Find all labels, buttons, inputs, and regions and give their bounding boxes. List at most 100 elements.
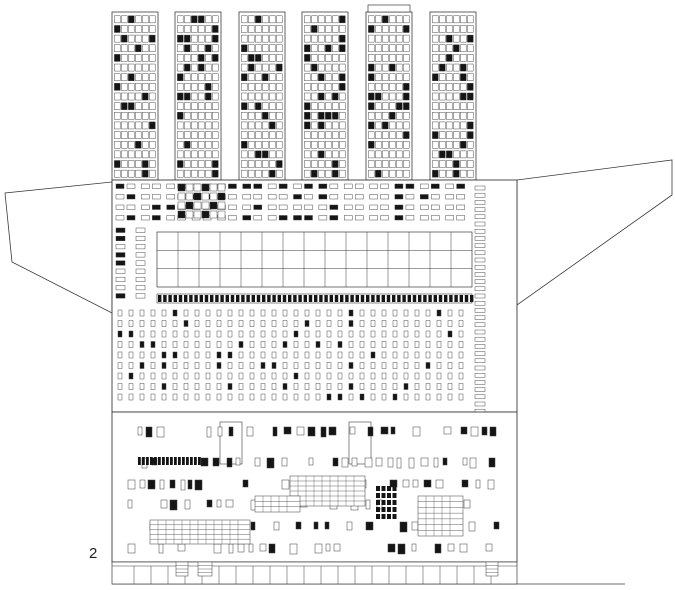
tower-window	[114, 102, 121, 110]
podium-lower-window	[282, 320, 288, 327]
podium-lower-window	[227, 341, 233, 348]
tower-window	[332, 92, 339, 101]
tower-window	[135, 140, 142, 149]
tower-2	[174, 11, 222, 181]
tower-window	[135, 160, 142, 168]
podium-window	[420, 215, 429, 221]
podium-window	[242, 215, 252, 221]
podium-lower-window	[172, 383, 178, 390]
podium-lower-window	[128, 341, 134, 348]
tower-window	[460, 112, 467, 120]
podium-window	[380, 204, 389, 210]
base-opening-small	[489, 426, 497, 437]
podium-lower-window	[282, 393, 288, 401]
tower-window	[212, 160, 219, 168]
podium-lower-window	[227, 351, 233, 359]
tower-window	[446, 34, 453, 43]
base-opening-small	[314, 543, 323, 554]
tower-window	[128, 34, 135, 43]
podium-window	[166, 215, 175, 221]
tower-window	[389, 121, 396, 130]
tower-window	[262, 92, 269, 101]
tower-window	[198, 150, 205, 159]
podium-window	[267, 215, 277, 221]
podium-lower-window	[304, 320, 310, 327]
podium-lower-window	[271, 383, 277, 390]
podium-lower-window	[348, 372, 354, 380]
podium-lower-window	[150, 309, 156, 317]
podium-side-window	[135, 285, 146, 291]
dark-band-segment	[267, 295, 271, 302]
tower-window	[432, 140, 439, 149]
podium-lower-window	[293, 341, 299, 348]
tower-window	[177, 102, 184, 110]
podium-lower-window	[381, 351, 387, 359]
tower-window	[135, 92, 142, 101]
podium-lower-window	[326, 362, 332, 369]
base-opening-small	[396, 457, 402, 469]
podium-lower-window	[436, 362, 442, 369]
podium-edge-balcony	[474, 250, 486, 256]
podium-lower-window	[150, 330, 156, 338]
tower-window	[241, 83, 248, 91]
tower-window	[439, 92, 446, 101]
tower-window	[453, 112, 460, 120]
dark-band-segment	[418, 295, 422, 302]
dark-band-segment	[324, 295, 328, 302]
tower-window	[389, 34, 396, 43]
podium-lower-window	[183, 362, 189, 369]
tower-window	[212, 102, 219, 110]
podium-lower-window	[216, 341, 222, 348]
tower-window	[304, 54, 311, 62]
tower-window	[114, 160, 121, 168]
podium-window	[329, 215, 339, 221]
dark-band-segment	[459, 295, 463, 302]
podium-edge-balcony	[474, 221, 486, 227]
tower-window	[325, 63, 332, 72]
tower-window	[396, 83, 403, 91]
podium-lower-window	[436, 351, 442, 359]
podium-lower-window	[315, 320, 321, 327]
tower-window	[184, 15, 191, 24]
base-opening-small	[447, 543, 455, 552]
base-opening-small	[254, 457, 261, 467]
tower-window	[262, 63, 269, 72]
base-dark-cell	[387, 500, 391, 505]
tower-window	[212, 54, 219, 62]
base-dark-strip-segment	[198, 457, 201, 465]
tower-window	[382, 25, 389, 33]
podium-lower-window	[326, 320, 332, 327]
tower-window	[325, 15, 332, 24]
rooftop-structure	[367, 4, 411, 13]
tower-window	[339, 44, 346, 53]
tower-window	[453, 44, 460, 53]
tower-window	[262, 102, 269, 110]
tower-window	[375, 112, 382, 120]
tower-window	[396, 102, 403, 110]
podium-side-window	[135, 227, 146, 233]
tower-window	[403, 121, 410, 130]
tower-window	[368, 112, 375, 120]
tower-window	[325, 34, 332, 43]
tower-window	[339, 160, 346, 168]
podium-hatched-cell	[209, 192, 218, 201]
tower-window	[403, 25, 410, 33]
tower-window	[191, 83, 198, 91]
tower-window	[269, 150, 276, 159]
podium-lower-window	[249, 351, 255, 359]
podium-lower-window	[183, 372, 189, 380]
tower-window	[311, 34, 318, 43]
base-opening-small	[313, 521, 319, 530]
base-opening-small	[346, 521, 353, 531]
podium-lower-window	[194, 351, 200, 359]
podium-lower-window	[458, 383, 464, 390]
tower-window	[382, 15, 389, 24]
tower-window	[318, 54, 325, 62]
podium-window	[431, 204, 440, 210]
tower-window	[368, 83, 375, 91]
dark-band-segment	[355, 295, 359, 302]
podium-hatched-cell	[185, 192, 194, 201]
tower-window	[212, 73, 219, 81]
tower-window	[191, 102, 198, 110]
tower-window	[325, 102, 332, 110]
